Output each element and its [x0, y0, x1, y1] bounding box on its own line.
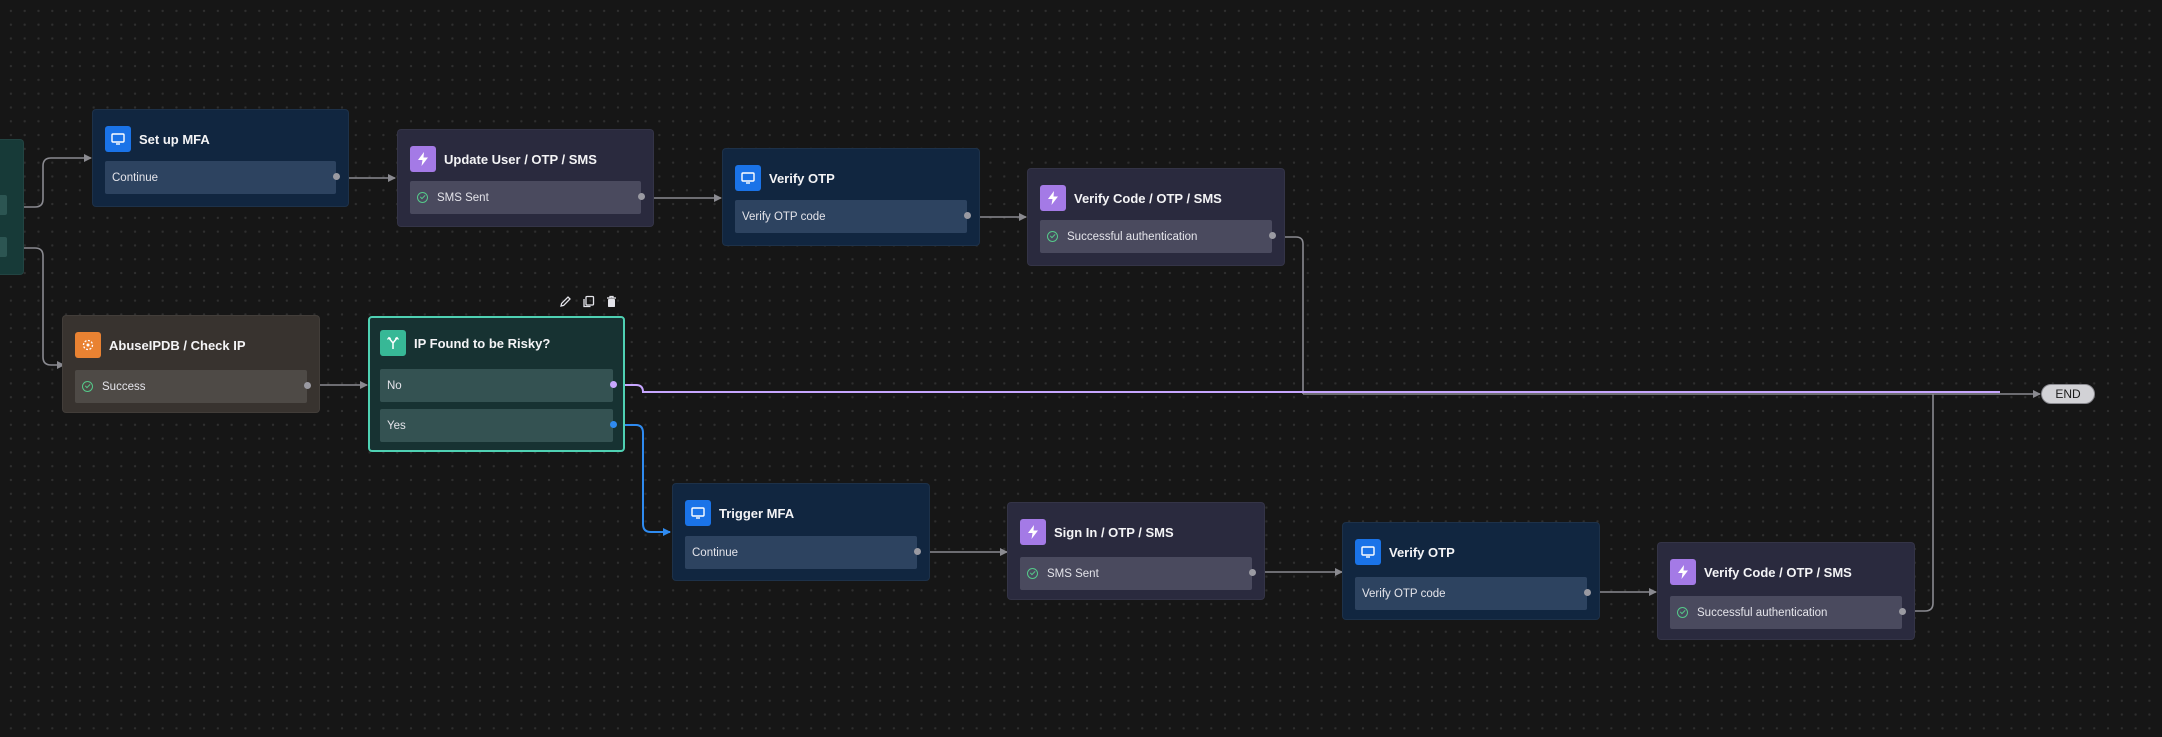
- partial-node-offscreen[interactable]: [0, 139, 24, 275]
- node-title: Set up MFA: [139, 131, 210, 147]
- end-node[interactable]: END: [2041, 384, 2095, 404]
- node-set-up-mfa[interactable]: Set up MFA Continue: [92, 109, 349, 207]
- check-circle-icon: [1047, 231, 1058, 242]
- lightning-icon: [410, 146, 436, 172]
- node-output-success[interactable]: Success: [75, 370, 311, 403]
- lightning-icon: [1040, 185, 1066, 211]
- row-label: Verify OTP code: [1362, 587, 1446, 600]
- output-port[interactable]: [1899, 608, 1906, 615]
- row-label: Successful authentication: [1697, 606, 1828, 619]
- screen-icon: [685, 500, 711, 526]
- check-circle-icon: [1677, 607, 1688, 618]
- output-port[interactable]: [333, 173, 340, 180]
- row-label: Continue: [112, 171, 159, 184]
- partial-node-row: [0, 195, 7, 215]
- node-title: Verify Code / OTP / SMS: [1704, 564, 1852, 580]
- output-port[interactable]: [964, 212, 971, 219]
- row-label: No: [387, 379, 402, 392]
- condition-branch-no[interactable]: No: [380, 369, 617, 402]
- screen-icon: [735, 165, 761, 191]
- node-sign-in-otp-sms[interactable]: Sign In / OTP / SMS SMS Sent: [1007, 502, 1265, 600]
- node-title: Verify OTP: [769, 170, 835, 186]
- node-output-successful-authentication[interactable]: Successful authentication: [1040, 220, 1276, 253]
- node-abuseipdb-check-ip[interactable]: AbuseIPDB / Check IP Success: [62, 315, 320, 413]
- row-label: Yes: [387, 419, 406, 432]
- row-label: Verify OTP code: [742, 210, 826, 223]
- node-ip-found-to-be-risky[interactable]: IP Found to be Risky? No Yes: [368, 316, 625, 452]
- row-label: Successful authentication: [1067, 230, 1198, 243]
- row-label: Success: [102, 380, 146, 393]
- node-output-verify-otp-code[interactable]: Verify OTP code: [1355, 577, 1591, 610]
- output-port[interactable]: [610, 381, 617, 388]
- output-port[interactable]: [1249, 569, 1256, 576]
- node-verify-otp[interactable]: Verify OTP Verify OTP code: [1342, 522, 1600, 620]
- node-title: Trigger MFA: [719, 505, 795, 521]
- pencil-icon[interactable]: [557, 293, 573, 309]
- node-title: AbuseIPDB / Check IP: [109, 337, 246, 353]
- node-title: Update User / OTP / SMS: [444, 151, 597, 167]
- screen-icon: [1355, 539, 1381, 565]
- row-label: SMS Sent: [1047, 567, 1099, 580]
- node-verify-code-otp-sms[interactable]: Verify Code / OTP / SMS Successful authe…: [1657, 542, 1915, 640]
- node-title: Verify OTP: [1389, 544, 1455, 560]
- row-label: Continue: [692, 546, 739, 559]
- output-port[interactable]: [304, 382, 311, 389]
- node-title: Sign In / OTP / SMS: [1054, 524, 1174, 540]
- branch-icon: [380, 330, 406, 356]
- output-port[interactable]: [610, 421, 617, 428]
- screen-icon: [105, 126, 131, 152]
- node-output-sms-sent[interactable]: SMS Sent: [410, 181, 645, 214]
- node-trigger-mfa[interactable]: Trigger MFA Continue: [672, 483, 930, 581]
- node-output-successful-authentication[interactable]: Successful authentication: [1670, 596, 1906, 629]
- output-port[interactable]: [914, 548, 921, 555]
- row-label: SMS Sent: [437, 191, 489, 204]
- integration-icon: [75, 332, 101, 358]
- output-port[interactable]: [638, 193, 645, 200]
- node-toolbar: [557, 293, 619, 309]
- node-verify-code-otp-sms[interactable]: Verify Code / OTP / SMS Successful authe…: [1027, 168, 1285, 266]
- node-title: IP Found to be Risky?: [414, 335, 551, 351]
- condition-branch-yes[interactable]: Yes: [380, 409, 617, 442]
- node-output-continue[interactable]: Continue: [685, 536, 921, 569]
- node-title: Verify Code / OTP / SMS: [1074, 190, 1222, 206]
- check-circle-icon: [82, 381, 93, 392]
- node-output-continue[interactable]: Continue: [105, 161, 340, 194]
- lightning-icon: [1670, 559, 1696, 585]
- partial-node-row: [0, 237, 7, 257]
- output-port[interactable]: [1584, 589, 1591, 596]
- node-output-verify-otp-code[interactable]: Verify OTP code: [735, 200, 971, 233]
- node-update-user-otp-sms[interactable]: Update User / OTP / SMS SMS Sent: [397, 129, 654, 227]
- check-circle-icon: [1027, 568, 1038, 579]
- node-verify-otp[interactable]: Verify OTP Verify OTP code: [722, 148, 980, 246]
- lightning-icon: [1020, 519, 1046, 545]
- copy-icon[interactable]: [580, 293, 596, 309]
- node-output-sms-sent[interactable]: SMS Sent: [1020, 557, 1256, 590]
- output-port[interactable]: [1269, 232, 1276, 239]
- check-circle-icon: [417, 192, 428, 203]
- edge-no-to-end: [612, 384, 2000, 393]
- trash-icon[interactable]: [603, 293, 619, 309]
